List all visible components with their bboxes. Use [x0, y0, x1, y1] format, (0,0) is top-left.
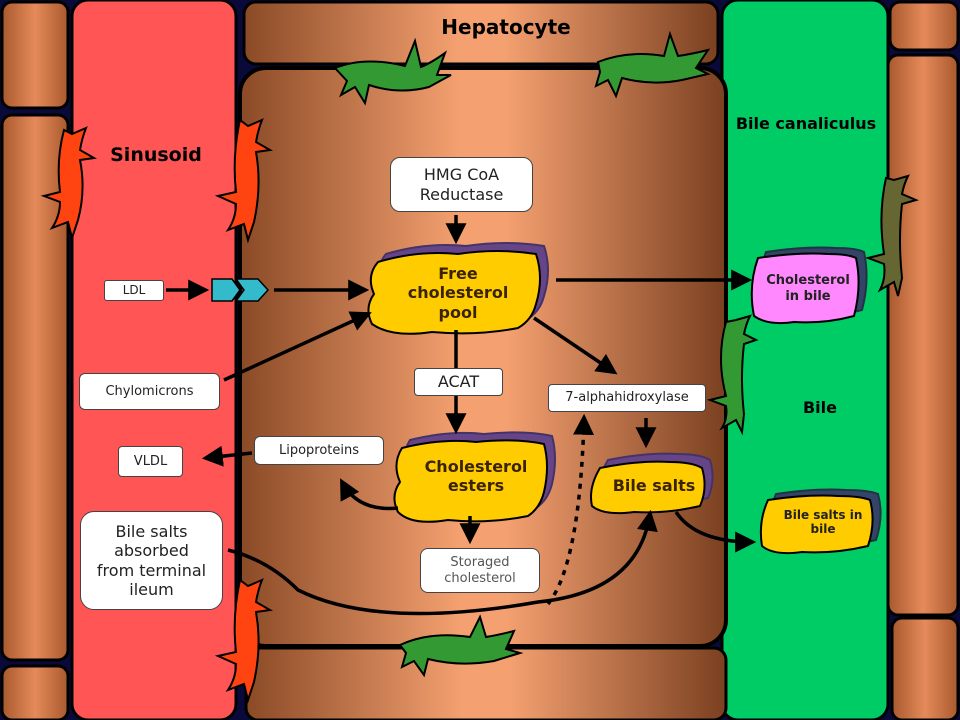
ldl-receptor-chevron-2	[234, 278, 270, 302]
junction-top-left	[333, 37, 452, 106]
junction-bile-middle	[706, 314, 759, 436]
cholesterol-in-bile-label: Cholesterol in bile	[766, 273, 850, 304]
bile-salts-absorbed-box: Bile salts absorbed from terminal ileum	[80, 511, 223, 610]
junction-bottom	[398, 614, 524, 678]
bile-salts-in-bile-blob	[759, 494, 874, 555]
free-cholesterol-pool-blob	[367, 250, 541, 335]
vldl-box: VLDL	[118, 446, 183, 477]
free-cholesterol-pool-label: Free cholesterol pool	[407, 264, 509, 322]
bile-label: Bile	[802, 398, 837, 417]
bile-salts-label: Bile salts	[612, 476, 696, 496]
hepatocyte-title: Hepatocyte	[441, 15, 571, 39]
arrow-bilesalts-to-bile	[674, 510, 757, 553]
bile-salts-in-bile-label: Bile salts in bile	[783, 507, 863, 536]
junction-top-right	[594, 30, 711, 99]
arrow-absorbed-to-bilesalts	[227, 509, 658, 616]
acat-box: ACAT	[414, 368, 503, 396]
arrow-chylomicrons-to-pool	[223, 311, 372, 382]
hepatocyte-top-neighbor	[242, 0, 720, 66]
storaged-cholesterol-box: Storaged cholesterol	[420, 548, 540, 593]
chylomicrons-box: Chylomicrons	[79, 373, 220, 410]
junction-bile-right	[864, 174, 919, 297]
bile-region	[720, 0, 890, 720]
left-wall-mid	[0, 113, 70, 662]
junction-sinusoid-bottom	[214, 578, 274, 704]
alpha-hydroxylase-box: 7-alphahidroxylase	[548, 384, 706, 412]
junction-sinusoid-left	[40, 126, 98, 242]
right-wall-bottom	[890, 616, 960, 720]
ldl-receptor-chevron-1	[211, 278, 241, 302]
cholesterol-esters-blob	[393, 439, 548, 523]
arrow-lipoproteins-to-vldl	[201, 445, 253, 467]
bile-canaliculus-label: Bile canaliculus	[735, 114, 877, 133]
lipoproteins-box: Lipoproteins	[254, 436, 384, 465]
arrow-esters-to-lipoproteins	[340, 478, 399, 511]
cholesterol-in-bile-blob	[750, 252, 860, 325]
arrow-dotted-feedback	[546, 413, 595, 606]
hmg-coa-reductase-box: HMG CoA Reductase	[390, 157, 533, 212]
right-wall-mid	[886, 53, 960, 617]
sinusoid-region	[70, 0, 238, 720]
junction-sinusoid-right	[214, 118, 274, 244]
left-wall-bottom	[0, 664, 70, 720]
cholesterol-esters-label: Cholesterol esters	[424, 456, 528, 495]
left-wall-top	[0, 0, 70, 110]
arrow-pool-to-alpha	[533, 316, 618, 375]
bile-salts-blob	[590, 460, 706, 515]
right-wall-top	[888, 0, 960, 52]
sinusoid-label: Sinusoid	[110, 144, 202, 166]
ldl-box: LDL	[104, 280, 164, 301]
